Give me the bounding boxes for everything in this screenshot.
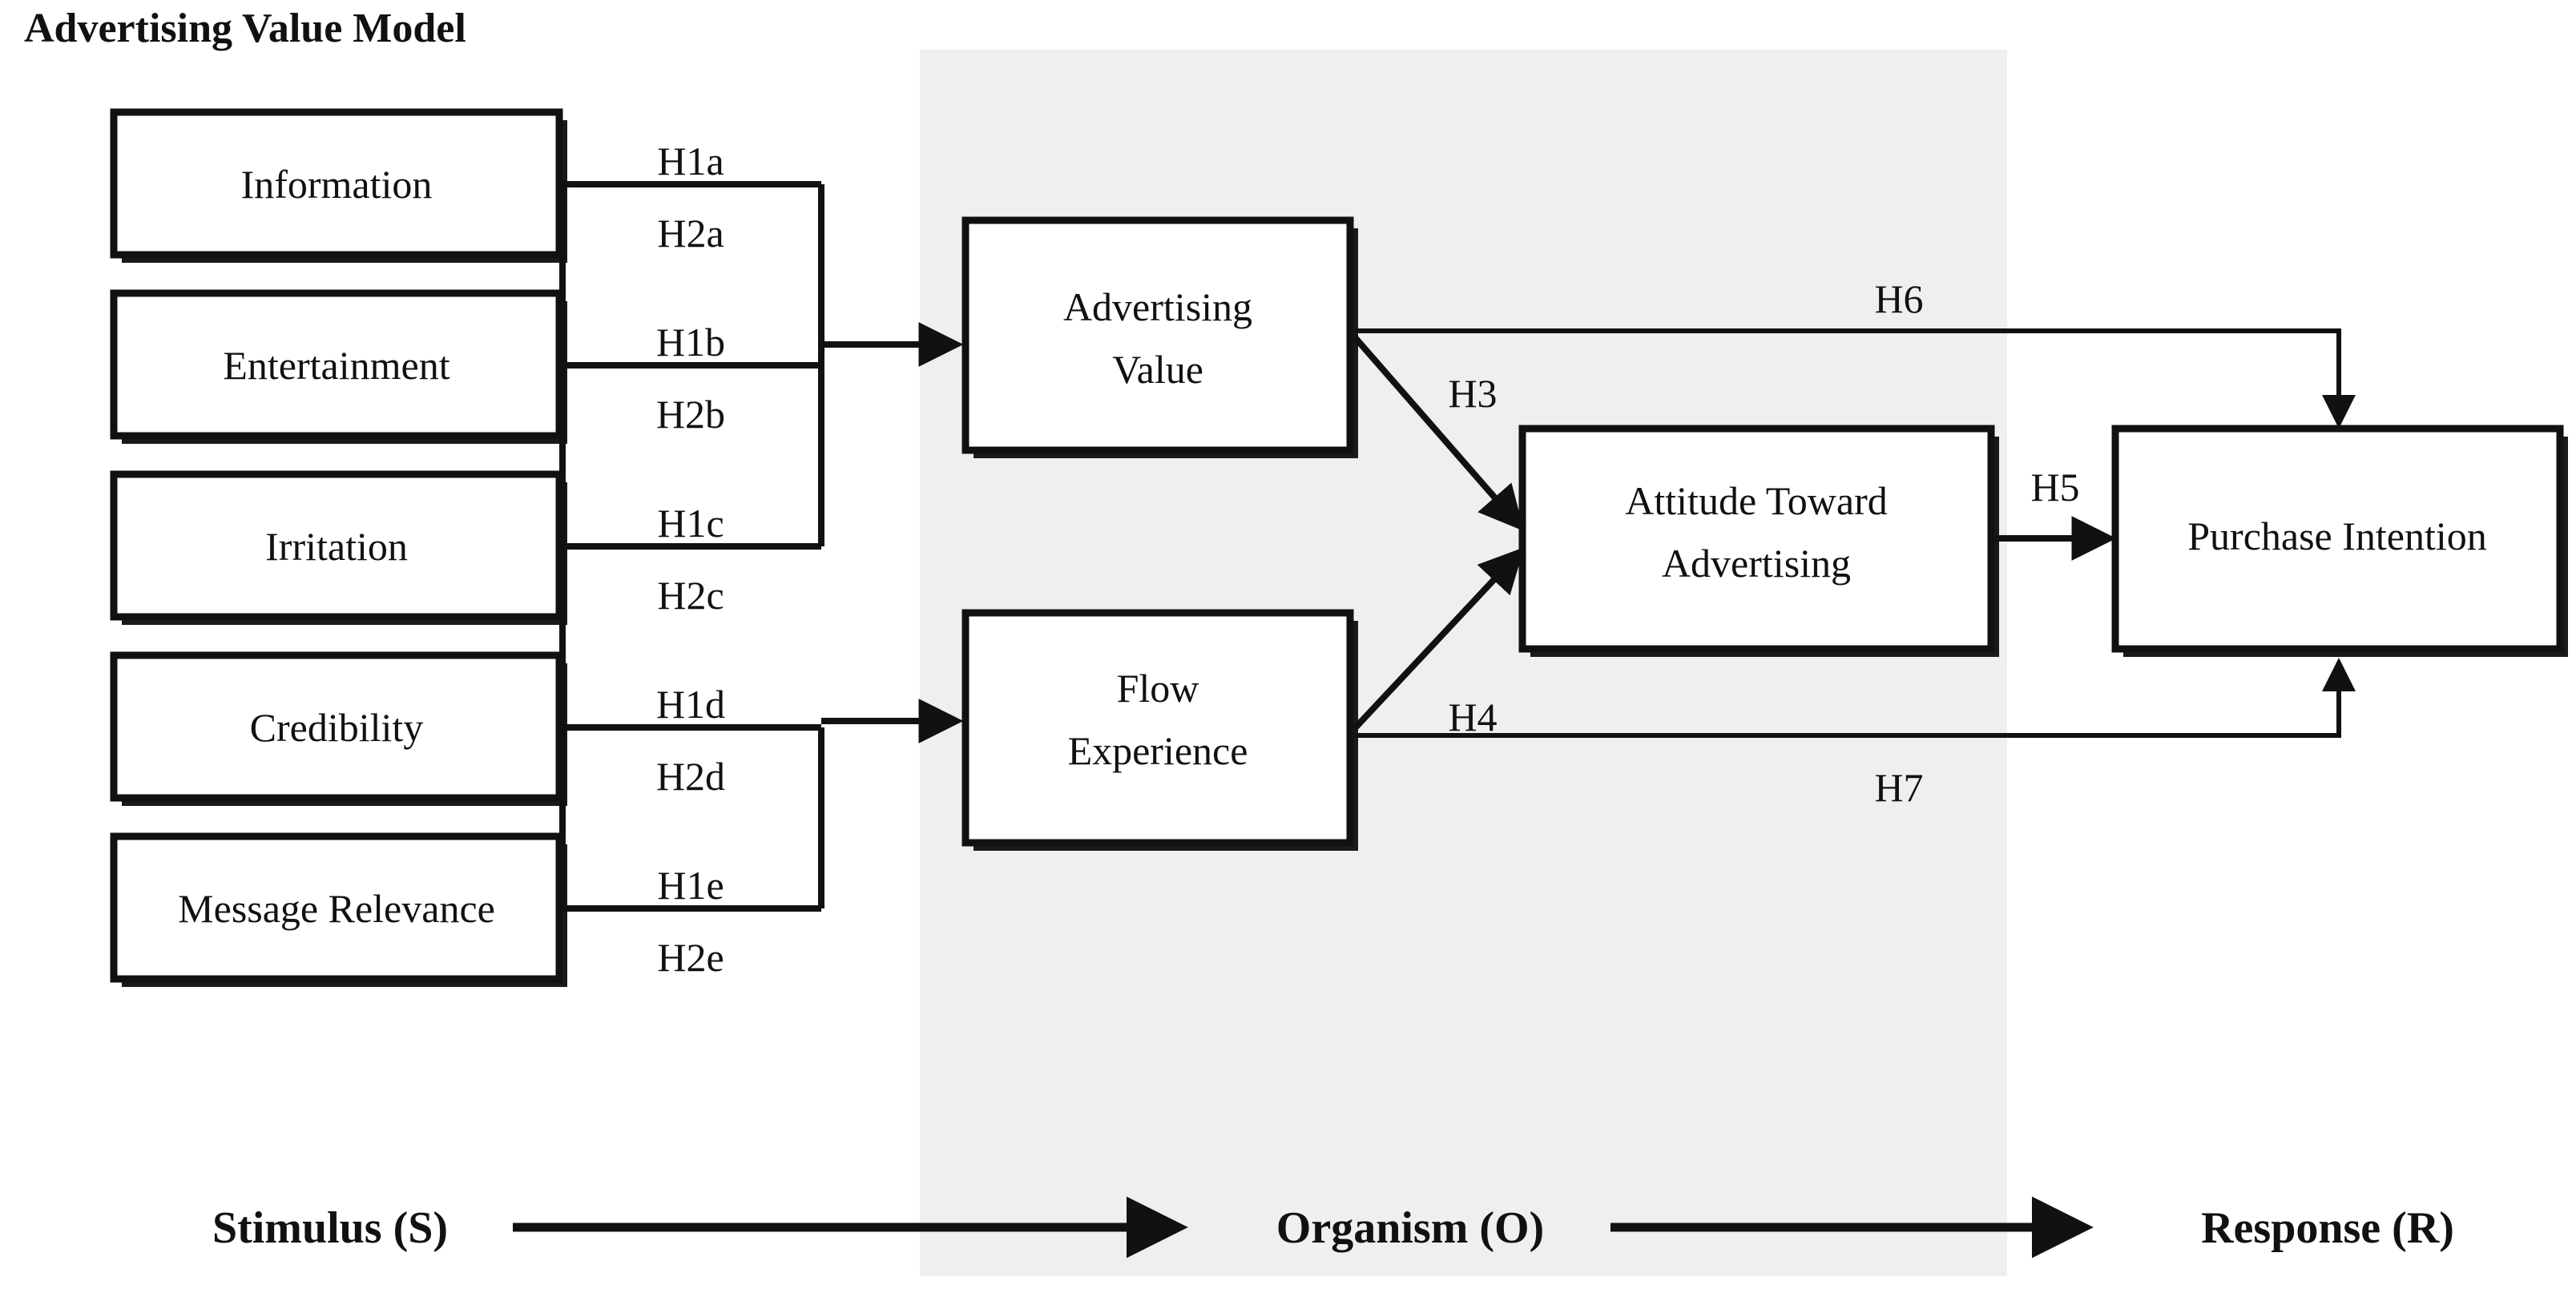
stimulus-box-irritation[interactable]: Irritation (110, 470, 567, 625)
stimulus-box-credibility[interactable]: Credibility (110, 651, 567, 806)
stimulus-box-message-relevance-label: Message Relevance (178, 886, 495, 931)
hypothesis-label-h2a: H2a (657, 211, 724, 256)
stimulus-box-irritation-label: Irritation (265, 524, 408, 569)
hypothesis-label-h5: H5 (2030, 465, 2079, 510)
page-title: Advertising Value Model (24, 6, 466, 51)
sor-label-response: Response (R) (2201, 1203, 2454, 1253)
sor-label-organism: Organism (O) (1276, 1203, 1544, 1253)
stimulus-box-entertainment-label: Entertainment (223, 343, 449, 388)
hypothesis-label-h4: H4 (1448, 695, 1497, 739)
stimulus-box-information[interactable]: Information (110, 108, 567, 263)
response-box-purchase-intention-label: Purchase Intention (2187, 514, 2487, 558)
organism-box-advertising-value-label-line2: Value (1112, 347, 1203, 392)
hypothesis-label-h6: H6 (1874, 276, 1923, 321)
sor-label-stimulus: Stimulus (S) (212, 1203, 448, 1253)
stimulus-box-message-relevance[interactable]: Message Relevance (110, 832, 567, 987)
hypothesis-labels-left: H1a H2a H1b H2b H1c H2c H1d H2d H1e H2e (656, 139, 725, 980)
hypothesis-label-h1c: H1c (657, 501, 724, 546)
hypothesis-label-h3: H3 (1448, 371, 1497, 416)
organism-box-advertising-value-label-line1: Advertising (1063, 284, 1252, 329)
organism-box-flow-experience[interactable]: Flow Experience (961, 609, 1358, 851)
sor-axis: Stimulus (S) Organism (O) Response (R) (212, 1196, 2454, 1259)
edge-h3: H3 (1351, 334, 1525, 532)
stimulus-box-entertainment[interactable]: Entertainment (110, 289, 567, 444)
organism-box-flow-experience-label-line2: Experience (1068, 728, 1248, 773)
hypothesis-label-h2b: H2b (656, 392, 725, 437)
organism-box-flow-experience-label-line1: Flow (1117, 666, 1199, 711)
hypothesis-label-h2c: H2c (657, 573, 724, 618)
hypothesis-label-h1e: H1e (657, 863, 724, 908)
edge-h6: H6 (1354, 276, 2356, 429)
hypothesis-label-h1b: H1b (656, 320, 725, 365)
edge-h5: H5 (1995, 465, 2117, 561)
organism-box-attitude-label-line2: Advertising (1662, 541, 1851, 586)
hypothesis-label-h1a: H1a (657, 139, 724, 183)
hypothesis-label-h2e: H2e (657, 935, 724, 980)
stimulus-box-credibility-label: Credibility (250, 705, 424, 750)
organism-box-attitude-label-line1: Attitude Toward (1625, 478, 1887, 523)
organism-box-advertising-value[interactable]: Advertising Value (961, 216, 1358, 458)
stimulus-connector-bus (559, 181, 964, 912)
edge-h4: H4 (1352, 547, 1525, 739)
hypothesis-label-h1d: H1d (656, 682, 725, 727)
hypothesis-label-h2d: H2d (656, 754, 725, 799)
stimulus-box-information-label: Information (241, 162, 433, 207)
organism-box-attitude-toward-advertising[interactable]: Attitude Toward Advertising (1518, 425, 1999, 657)
hypothesis-label-h7: H7 (1874, 765, 1923, 810)
edge-h7: H7 (1354, 658, 2356, 810)
response-box-purchase-intention[interactable]: Purchase Intention (2111, 425, 2568, 657)
